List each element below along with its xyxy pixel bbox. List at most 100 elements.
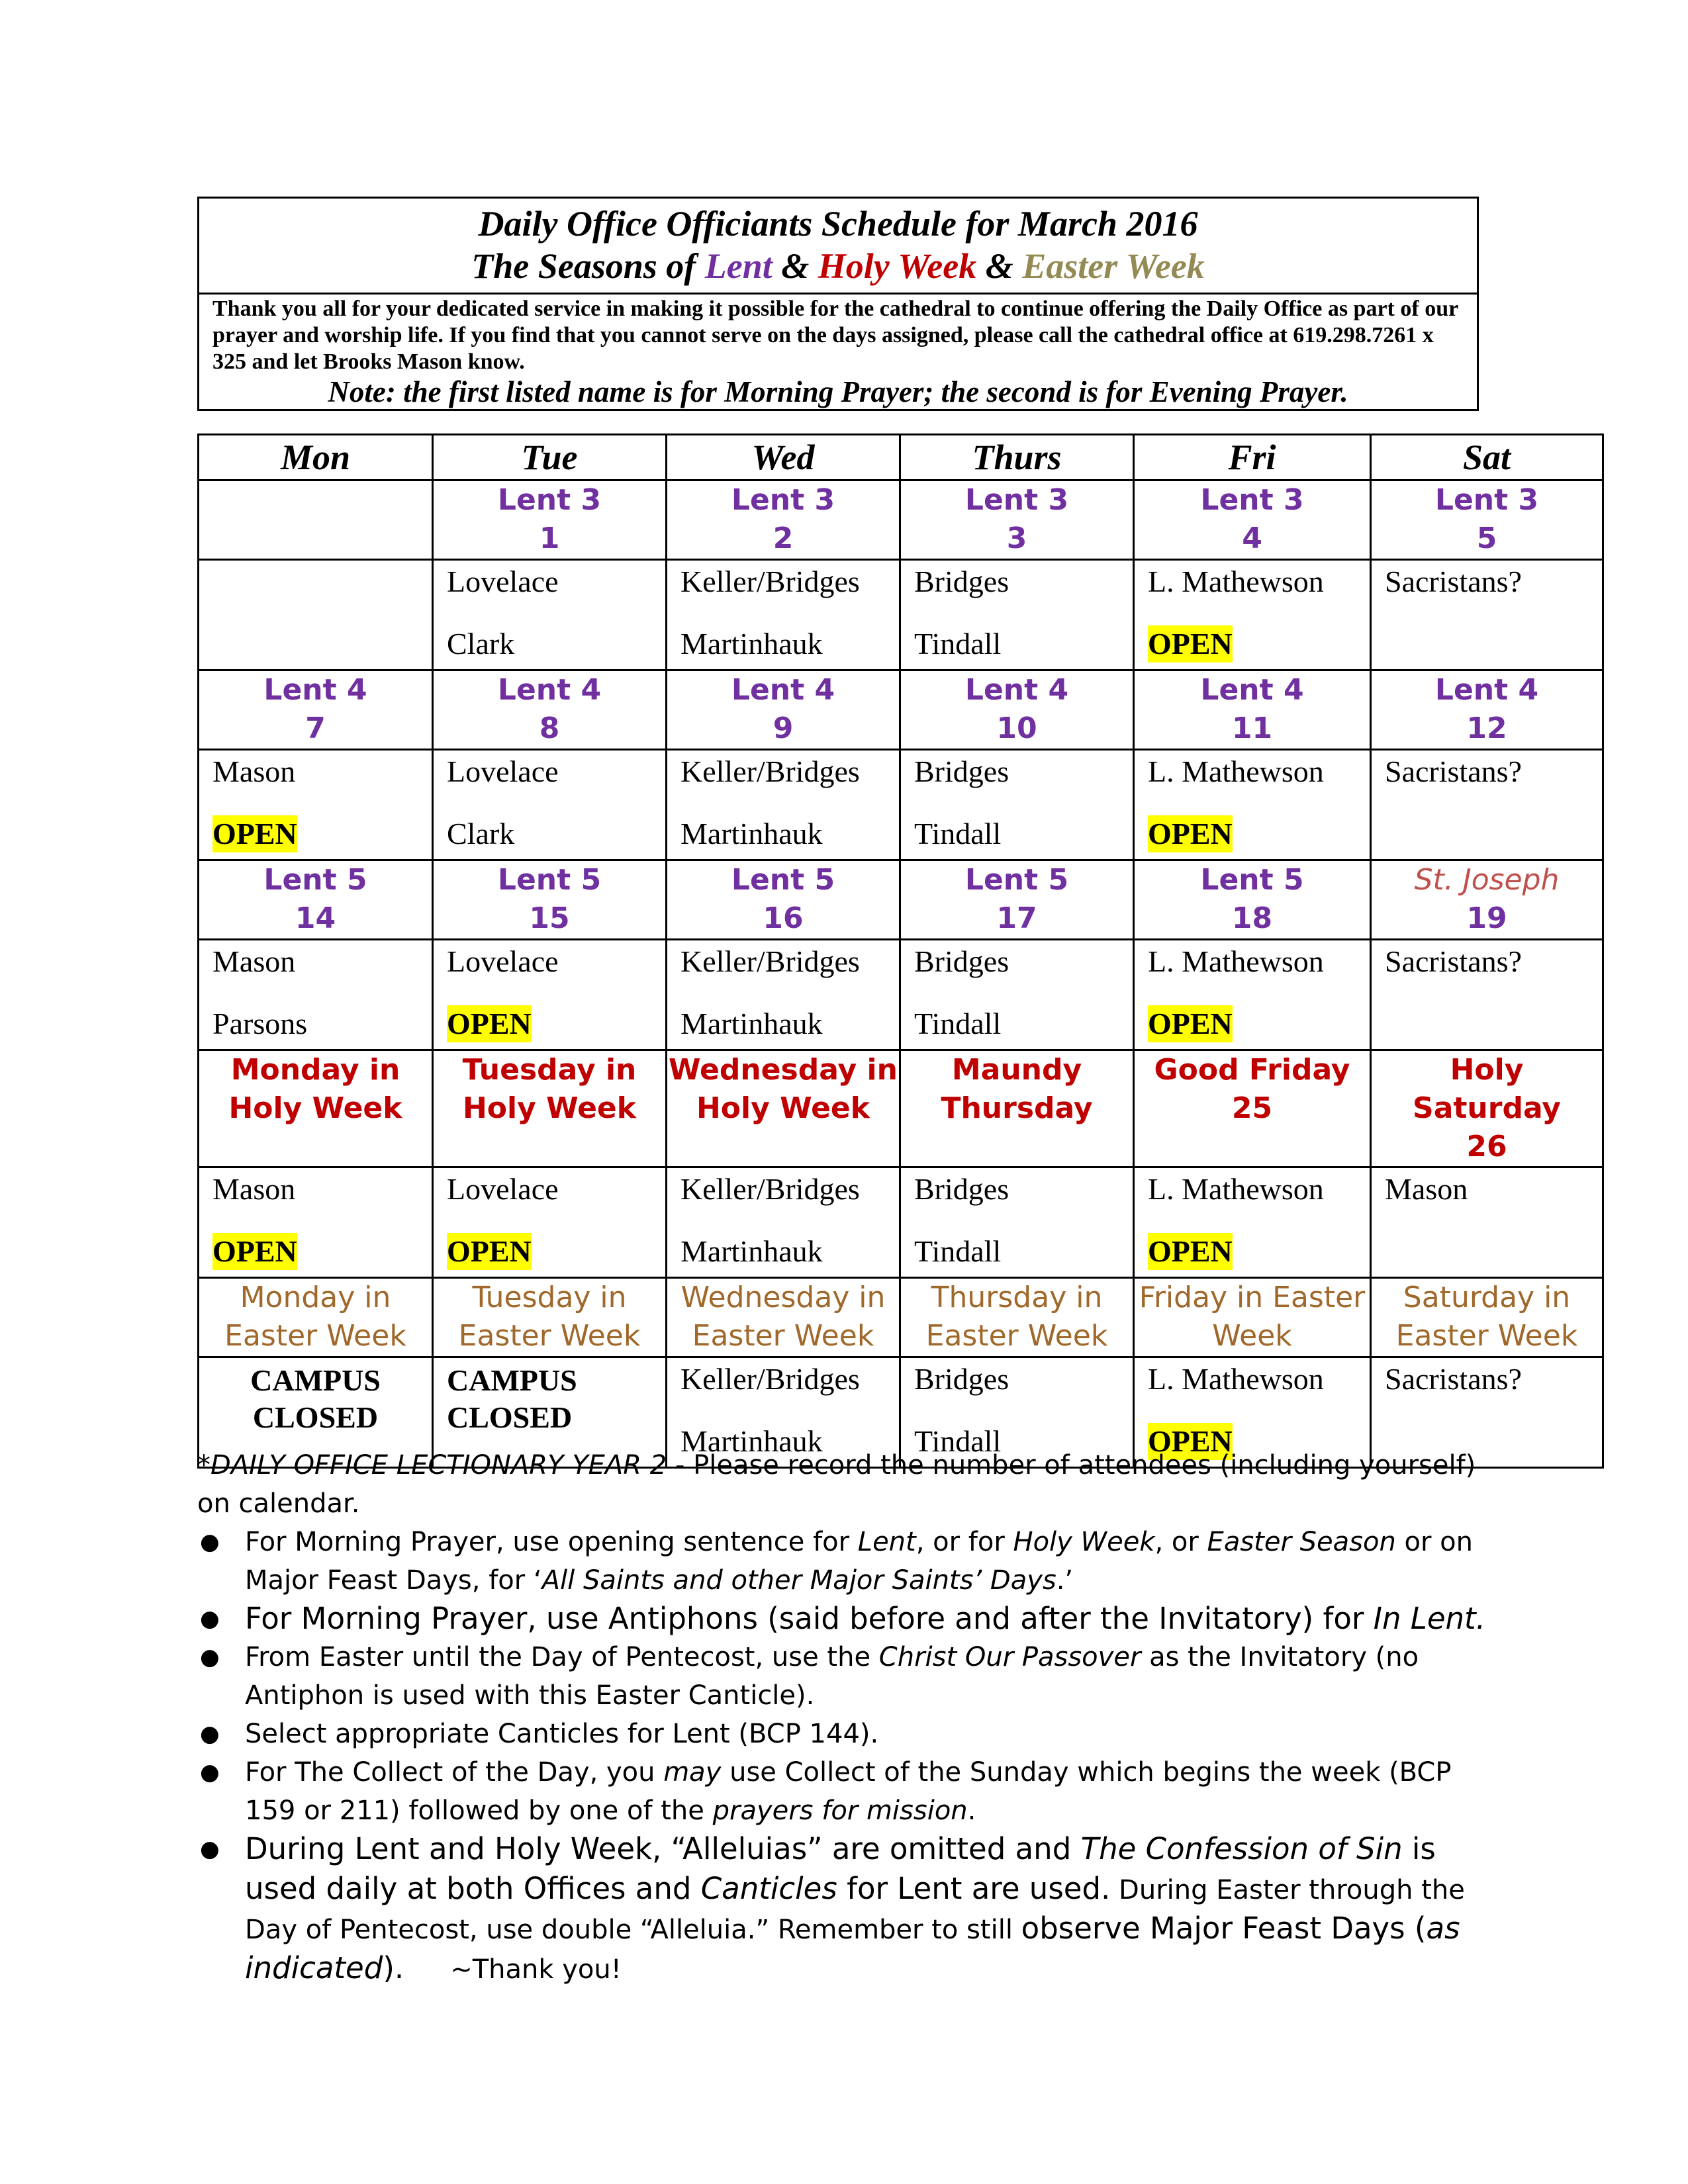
day-label-line2: 9 xyxy=(773,711,794,745)
note-text: During Lent and Holy Week, “Alleluias” a… xyxy=(245,1831,1081,1866)
day-label-line1: Lent 4 xyxy=(263,673,367,707)
morning-prayer-officiant: Sacristans? xyxy=(1385,1362,1522,1396)
morning-prayer-officiant: Bridges xyxy=(914,565,1009,598)
bullet-icon: ● xyxy=(200,1529,220,1555)
officiant-cell: Mason xyxy=(1370,1166,1604,1279)
morning-prayer-officiant: Sacristans? xyxy=(1385,754,1522,788)
morning-prayer-officiant: Mason xyxy=(212,944,296,978)
note-italic: Holy Week xyxy=(1013,1527,1155,1557)
subtitle-lent: Lent xyxy=(704,246,773,286)
morning-prayer-officiant: Keller/Bridges xyxy=(680,565,860,598)
day-label-line2: Thursday xyxy=(941,1091,1093,1125)
day-label-line2: 26 xyxy=(1466,1130,1507,1163)
day-label-line1: Lent 5 xyxy=(1200,863,1304,897)
campus-closed-line1: CAMPUS xyxy=(447,1363,577,1397)
day-label-line1: Tuesday in xyxy=(462,1053,637,1087)
day-label-line2: Holy Week xyxy=(462,1091,637,1125)
note-text: use Collect of the Sunday which begins t… xyxy=(245,1757,1452,1826)
day-label-line2: 10 xyxy=(996,711,1037,745)
note-text: , or xyxy=(1154,1527,1207,1557)
morning-prayer-officiant: Lovelace xyxy=(447,944,559,978)
day-label-line1: Lent 4 xyxy=(497,673,602,707)
evening-prayer-officiant: Parsons xyxy=(212,1007,308,1040)
day-label-line2: Easter Week xyxy=(458,1319,641,1353)
day-label-line2: 2 xyxy=(773,522,794,555)
header-box: Daily Office Officiants Schedule for Mar… xyxy=(197,197,1479,411)
morning-prayer-officiant: L. Mathewson xyxy=(1148,1362,1324,1396)
evening-prayer-officiant: Tindall xyxy=(914,1234,1002,1268)
officiant-cell-content: Sacristans? xyxy=(1372,561,1602,669)
officiant-cell xyxy=(197,559,434,671)
day-label-line2: 4 xyxy=(1242,522,1262,555)
day-header-fri: Fri xyxy=(1133,433,1372,481)
evening-prayer-officiant: OPEN xyxy=(1148,1005,1233,1042)
day-label-line1: Thursday in xyxy=(931,1281,1103,1314)
thank-you-text: ~Thank you! xyxy=(450,1954,622,1985)
evening-prayer-officiant: Tindall xyxy=(914,1424,1002,1458)
evening-prayer-officiant: OPEN xyxy=(1148,625,1233,662)
morning-prayer-officiant: Mason xyxy=(1385,1172,1468,1206)
note-italic: The Confession of Sin xyxy=(1080,1831,1403,1866)
evening-prayer-officiant: OPEN xyxy=(212,1233,297,1270)
note-text: , or for xyxy=(915,1527,1013,1557)
morning-prayer-officiant: Bridges xyxy=(914,1172,1009,1206)
day-label-line1: St. Joseph xyxy=(1414,863,1560,897)
note-text: For Morning Prayer, use opening sentence… xyxy=(245,1527,858,1557)
officiant-cell-content: Mason xyxy=(1372,1168,1602,1277)
morning-prayer-officiant: Sacristans? xyxy=(1385,565,1522,598)
day-label-line2: 14 xyxy=(295,901,336,935)
note-italic: Christ Our Passover xyxy=(878,1642,1141,1672)
day-label-line2: 11 xyxy=(1231,711,1273,745)
day-label-line2: 18 xyxy=(1231,901,1273,935)
day-label-line2: Holy Week xyxy=(228,1091,402,1125)
morning-prayer-officiant: Bridges xyxy=(914,1362,1009,1396)
note-italic: prayers for mission xyxy=(712,1796,968,1826)
morning-prayer-officiant: Bridges xyxy=(914,754,1009,788)
note-item: ● For Morning Prayer, use opening sentenc… xyxy=(197,1523,1488,1600)
page-title: Daily Office Officiants Schedule for Mar… xyxy=(478,204,1198,244)
day-header-tue: Tue xyxy=(432,433,667,481)
note-text: For The Collect of the Day, you xyxy=(245,1757,664,1788)
note-item: ●For Morning Prayer, use Antiphons (said… xyxy=(197,1600,1488,1638)
day-label-line1: Holy Saturday xyxy=(1413,1053,1561,1125)
officiant-cell-content: Sacristans? xyxy=(1372,751,1602,859)
note-text: . xyxy=(967,1796,976,1826)
evening-prayer-officiant: Martinhauk xyxy=(680,817,823,850)
evening-prayer-officiant: OPEN xyxy=(212,815,297,852)
morning-prayer-officiant: L. Mathewson xyxy=(1148,565,1324,598)
title-area: Daily Office Officiants Schedule for Mar… xyxy=(199,199,1477,295)
morning-prayer-officiant: Keller/Bridges xyxy=(680,944,860,978)
evening-prayer-officiant: Clark xyxy=(447,627,515,660)
evening-prayer-officiant: Martinhauk xyxy=(680,1424,823,1458)
day-header-row: Mon Tue Wed Thurs Fri Sat xyxy=(197,433,1604,481)
note-text: is used daily at both Offices and xyxy=(245,1831,1436,1906)
day-header-wed: Wed xyxy=(665,433,901,481)
